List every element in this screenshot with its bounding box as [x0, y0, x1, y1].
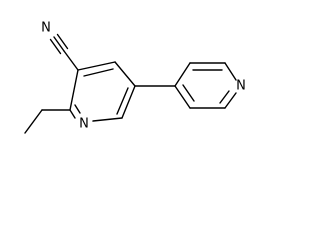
nitrile-group — [49, 33, 79, 71]
ring-a-bond-n1-c2 — [69, 109, 76, 119]
nitrile-bond-triple-a — [53, 36, 65, 52]
ring-b-bond-4 — [224, 92, 237, 109]
ring-b-bond-4-inner — [219, 90, 230, 104]
ring-b-bond-1 — [174, 62, 191, 87]
atom-label-pyridine-left-n: N — [79, 117, 89, 132]
atom-label-nitrile-n: N — [41, 21, 51, 36]
chemical-structure-diagram: N N N — [24, 21, 246, 134]
nitrile-bond-triple-c — [49, 38, 62, 55]
ring-a-bond-c3-c4 — [77, 61, 116, 71]
ring-a-bond-c6-n1 — [92, 117, 123, 122]
ring-a-bond-n1-c2-inner — [74, 104, 81, 114]
ethyl-bond-2 — [24, 109, 43, 134]
nitrile-bond-single — [63, 50, 79, 71]
ring-a-bond-c2-c3 — [69, 69, 79, 111]
atom-label-pyridine-right-n: N — [236, 79, 246, 94]
ring-a-bond-c5-c6-inner — [116, 87, 129, 115]
pyridine-ring-right — [174, 62, 237, 109]
pyridine-ring-left — [69, 61, 136, 122]
ring-a-bond-c5-c6 — [121, 85, 136, 119]
ethyl-group — [24, 109, 71, 134]
ring-b-bond-3 — [224, 62, 237, 81]
ring-b-bond-6 — [174, 85, 191, 109]
ring-b-bond-6-inner — [182, 84, 195, 102]
ring-a-bond-c3-c4-inner — [83, 68, 114, 77]
nitrile-bond-triple-b — [56, 33, 69, 50]
ring-a-bond-c4-c5 — [114, 61, 136, 87]
